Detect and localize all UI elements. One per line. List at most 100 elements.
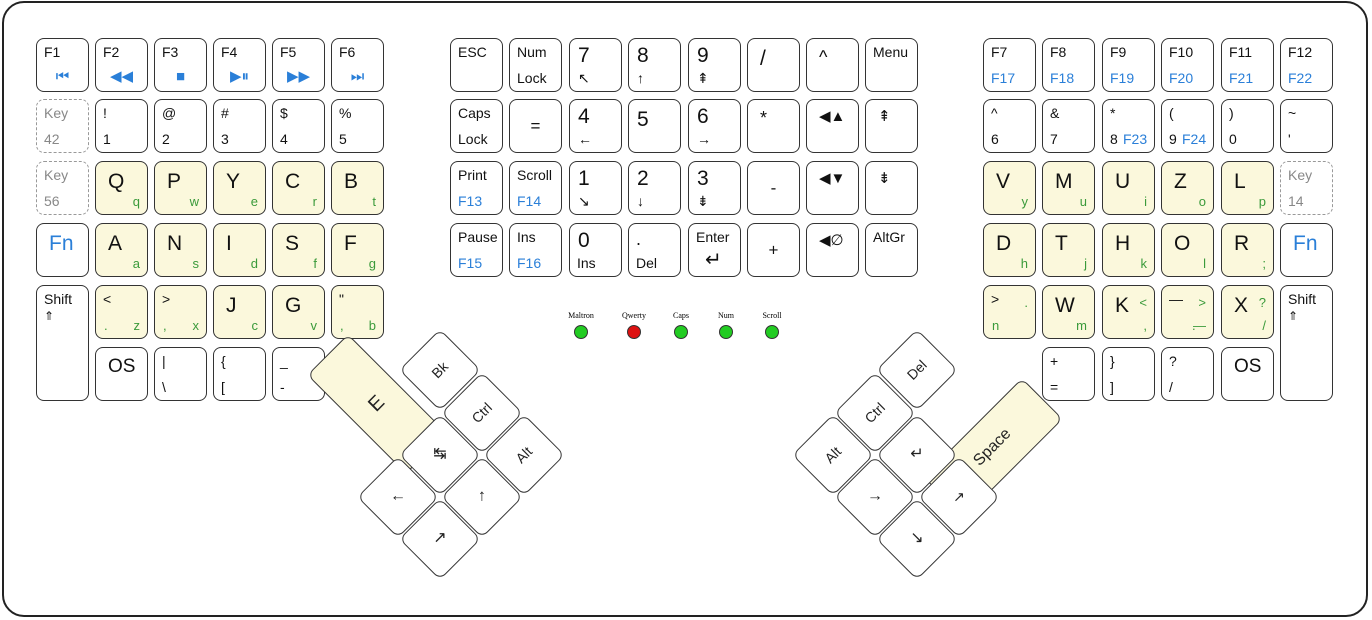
key-page-up[interactable]: ⇞ [865,99,918,153]
key-dash[interactable]: —>—. [1161,285,1214,339]
key-right-bottom-2[interactable]: ?/ [1161,347,1214,401]
key-num-9[interactable]: 9⇞ [688,38,741,92]
key-slash[interactable]: X?/ [1221,285,1274,339]
key-num-slash[interactable]: / [747,38,800,92]
key-7[interactable]: &7 [1042,99,1095,153]
key-num-1[interactable]: 1↘ [569,161,622,215]
key-comma[interactable]: K<, [1102,285,1155,339]
key-f5[interactable]: F5▶▶ [272,38,325,92]
key-bottom-0[interactable]: |\ [154,347,207,401]
key-equals[interactable]: = [509,99,562,153]
key-4[interactable]: $4 [272,99,325,153]
key-f4[interactable]: F4▶⏸ [213,38,266,92]
key-num-plus[interactable]: + [747,223,800,277]
key-num-7[interactable]: 7↖ [569,38,622,92]
key-f2[interactable]: F2◀◀ [95,38,148,92]
key-num-minus[interactable]: - [747,161,800,215]
key-right-bottom-1[interactable]: }] [1102,347,1155,401]
key-num-5[interactable]: 5 [628,99,681,153]
key-n[interactable]: >.n [983,285,1036,339]
key-altgr[interactable]: AltGr [865,223,918,277]
key-esc[interactable]: ESC [450,38,503,92]
key-f3[interactable]: F3■ [154,38,207,92]
key-caret[interactable]: ^ [806,38,859,92]
key-x[interactable]: >,x [154,285,207,339]
key-6[interactable]: ^6 [983,99,1036,153]
key-num-8[interactable]: 8↑ [628,38,681,92]
key-bottom-1[interactable]: {[ [213,347,266,401]
key-1[interactable]: !1 [95,99,148,153]
key-num-4[interactable]: 4← [569,99,622,153]
key-mute[interactable]: ◀∅ [806,223,859,277]
key-fn-right[interactable]: Fn [1280,223,1333,277]
key-os-left[interactable]: OS [95,347,148,401]
key-num-star[interactable]: * [747,99,800,153]
key-shift-right[interactable]: Shift⇑ [1280,285,1333,401]
key-page-down[interactable]: ⇟ [865,161,918,215]
key-b[interactable]: ",b [331,285,384,339]
key-semicolon[interactable]: R; [1221,223,1274,277]
key-f6[interactable]: F6⏭ [331,38,384,92]
key-menu[interactable]: Menu [865,38,918,92]
key-z[interactable]: <.z [95,285,148,339]
key-fn-left[interactable]: Fn [36,223,89,277]
key-right-bottom-0[interactable]: += [1042,347,1095,401]
key-volume-up[interactable]: ◀▲ [806,99,859,153]
key-num-3[interactable]: 3⇟ [688,161,741,215]
key-f1[interactable]: F1⏮ [36,38,89,92]
key-quote[interactable]: ~' [1280,99,1333,153]
key-volume-down[interactable]: ◀▼ [806,161,859,215]
key-num-dot[interactable]: .Del [628,223,681,277]
key-num-6[interactable]: 6→ [688,99,741,153]
key-5[interactable]: %5 [331,99,384,153]
key-3[interactable]: #3 [213,99,266,153]
key-2[interactable]: @2 [154,99,207,153]
page-up-icon: ⇞ [878,108,891,125]
key-0[interactable]: )0 [1221,99,1274,153]
key-shift-left[interactable]: Shift⇑ [36,285,89,401]
key-enter[interactable]: Enter↵ [688,223,741,277]
key-num-2[interactable]: 2↓ [628,161,681,215]
key-os-right[interactable]: OS [1221,347,1274,401]
